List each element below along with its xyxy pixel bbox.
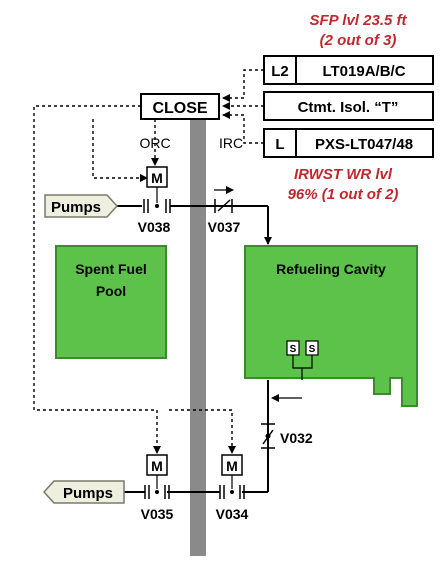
level-sensor-1: S bbox=[286, 340, 300, 356]
spent-fuel-pool-label-line1: Spent Fuel bbox=[75, 261, 147, 277]
bottom-piping bbox=[124, 380, 269, 493]
valve-v034-label: V034 bbox=[216, 506, 249, 522]
v035-motor-label: M bbox=[151, 458, 163, 474]
signal-l-prefix: L bbox=[275, 136, 284, 153]
valve-v035: M bbox=[144, 454, 170, 499]
pumps-top-label: Pumps bbox=[51, 199, 101, 216]
containment-wall bbox=[190, 112, 206, 556]
sensor-leads bbox=[292, 355, 313, 380]
spent-fuel-pool: Spent Fuel Pool bbox=[55, 245, 167, 359]
close-label: CLOSE bbox=[152, 100, 207, 117]
signal-connectors bbox=[222, 69, 264, 144]
irc-label: IRC bbox=[219, 135, 243, 151]
signal-box-l: L PXS-LT047/48 bbox=[263, 128, 434, 158]
close-logic-box: CLOSE bbox=[140, 93, 220, 120]
sfp-level-annotation-line2: (2 out of 3) bbox=[320, 32, 397, 49]
valve-v032-label: V032 bbox=[280, 430, 313, 446]
valve-v034: M bbox=[219, 454, 245, 499]
valve-v038: M bbox=[143, 166, 171, 213]
signal-l2-prefix: L2 bbox=[271, 63, 289, 80]
pumps-top: Pumps bbox=[44, 194, 119, 218]
v034-motor-label: M bbox=[226, 458, 238, 474]
refueling-cavity-label: Refueling Cavity bbox=[276, 261, 386, 277]
top-piping bbox=[117, 205, 272, 245]
spent-fuel-pool-label-line2: Pool bbox=[96, 283, 126, 299]
sfp-level-annotation-line1: SFP lvl 23.5 ft bbox=[310, 12, 408, 29]
signal-box-ctmt-isolation: Ctmt. Isol. “T” bbox=[263, 91, 434, 121]
refueling-cavity: Refueling Cavity bbox=[244, 245, 418, 407]
pumps-bottom: Pumps bbox=[42, 480, 125, 504]
v038-motor-label: M bbox=[151, 170, 163, 186]
irwst-level-annotation-line2: 96% (1 out of 2) bbox=[288, 186, 399, 203]
valve-v037 bbox=[214, 186, 234, 213]
valve-v035-label: V035 bbox=[141, 506, 174, 522]
control-signal-lines bbox=[33, 105, 236, 454]
level-sensor-2: S bbox=[305, 340, 319, 356]
level-sensor-2-label: S bbox=[309, 344, 316, 355]
valve-v037-label: V037 bbox=[208, 219, 241, 235]
pumps-bottom-label: Pumps bbox=[63, 485, 113, 502]
signal-l-instruments: PXS-LT047/48 bbox=[315, 136, 413, 153]
level-sensor-1-label: S bbox=[290, 344, 297, 355]
signal-l2-instruments: LT019A/B/C bbox=[322, 63, 405, 80]
valve-v038-label: V038 bbox=[138, 219, 171, 235]
irwst-level-annotation-line1: IRWST WR lvl bbox=[294, 166, 393, 183]
valve-v032 bbox=[261, 423, 275, 449]
signal-ctmt-isolation-text: Ctmt. Isol. “T” bbox=[298, 99, 399, 116]
signal-box-l2: L2 LT019A/B/C bbox=[263, 55, 434, 85]
